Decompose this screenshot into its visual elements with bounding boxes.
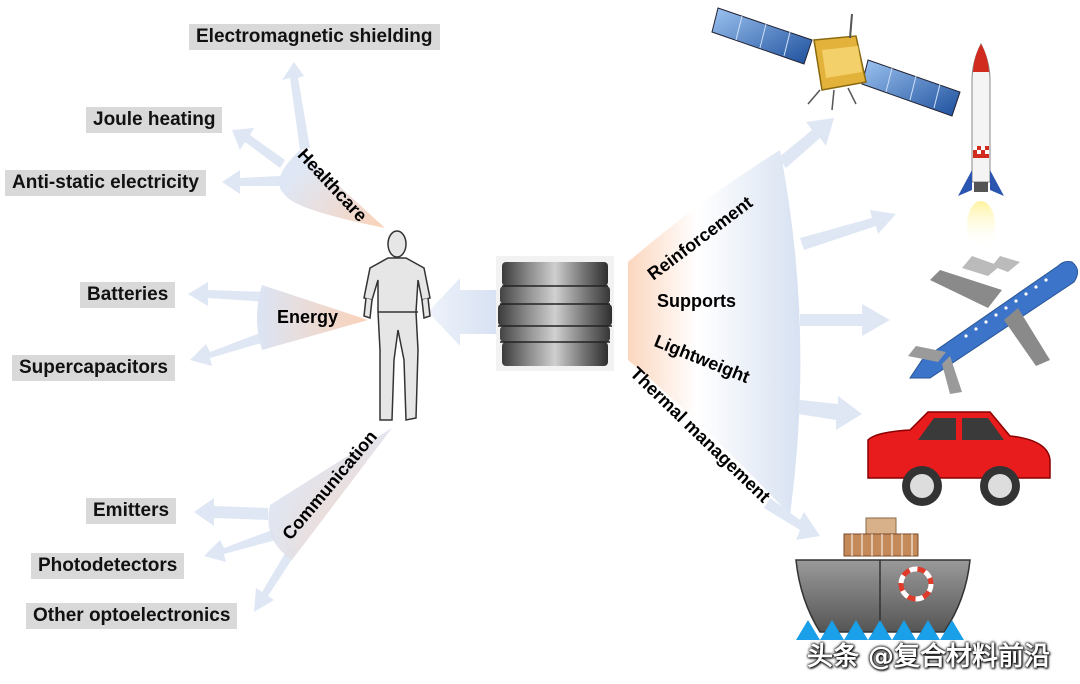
right-arrows — [764, 118, 896, 540]
arrow-to-car — [798, 396, 862, 430]
sector-energy: Energy — [277, 307, 339, 327]
human-figure-icon — [363, 230, 431, 421]
ship-icon — [795, 517, 971, 640]
arrow-to-rocket — [800, 210, 896, 250]
left-arrows — [188, 62, 496, 612]
rocket-icon — [958, 42, 1004, 249]
label-batteries: Batteries — [80, 282, 176, 308]
satellite-icon — [711, 7, 961, 117]
arrow-to-emitters — [194, 498, 268, 526]
arrow-to-airplane — [800, 304, 890, 336]
airplane-icon — [908, 256, 1078, 394]
arrow-to-optoelectronics — [254, 545, 298, 612]
material-stack-photo — [496, 256, 614, 371]
watermark: 头条 @复合材料前沿 — [807, 642, 1051, 672]
label-supercapacitors: Supercapacitors — [12, 355, 175, 381]
car-icon — [867, 411, 1051, 506]
fan-properties — [628, 150, 801, 515]
arrow-to-ship — [764, 498, 820, 540]
arrow-to-satellite — [778, 118, 834, 168]
arrow-to-photodetectors — [204, 530, 276, 562]
label-emitters: Emitters — [86, 498, 177, 524]
label-other-optoelectronics: Other optoelectronics — [26, 603, 238, 629]
label-photodetectors: Photodetectors — [31, 553, 185, 579]
fan-communication — [268, 428, 392, 560]
arrow-to-em-shielding — [282, 62, 310, 150]
fan-energy — [257, 285, 368, 350]
arrow-to-joule — [232, 128, 285, 168]
arrow-to-supercaps — [190, 330, 272, 366]
label-electromagnetic-shielding: Electromagnetic shielding — [189, 24, 440, 50]
fan-healthcare — [279, 150, 385, 228]
property-supports: Supports — [657, 291, 736, 311]
arrow-to-batteries — [188, 282, 268, 306]
label-anti-static-electricity: Anti-static electricity — [5, 170, 206, 196]
label-joule-heating: Joule heating — [86, 107, 223, 133]
arrow-material-to-human — [428, 278, 496, 346]
arrow-to-antistatic — [222, 170, 280, 194]
